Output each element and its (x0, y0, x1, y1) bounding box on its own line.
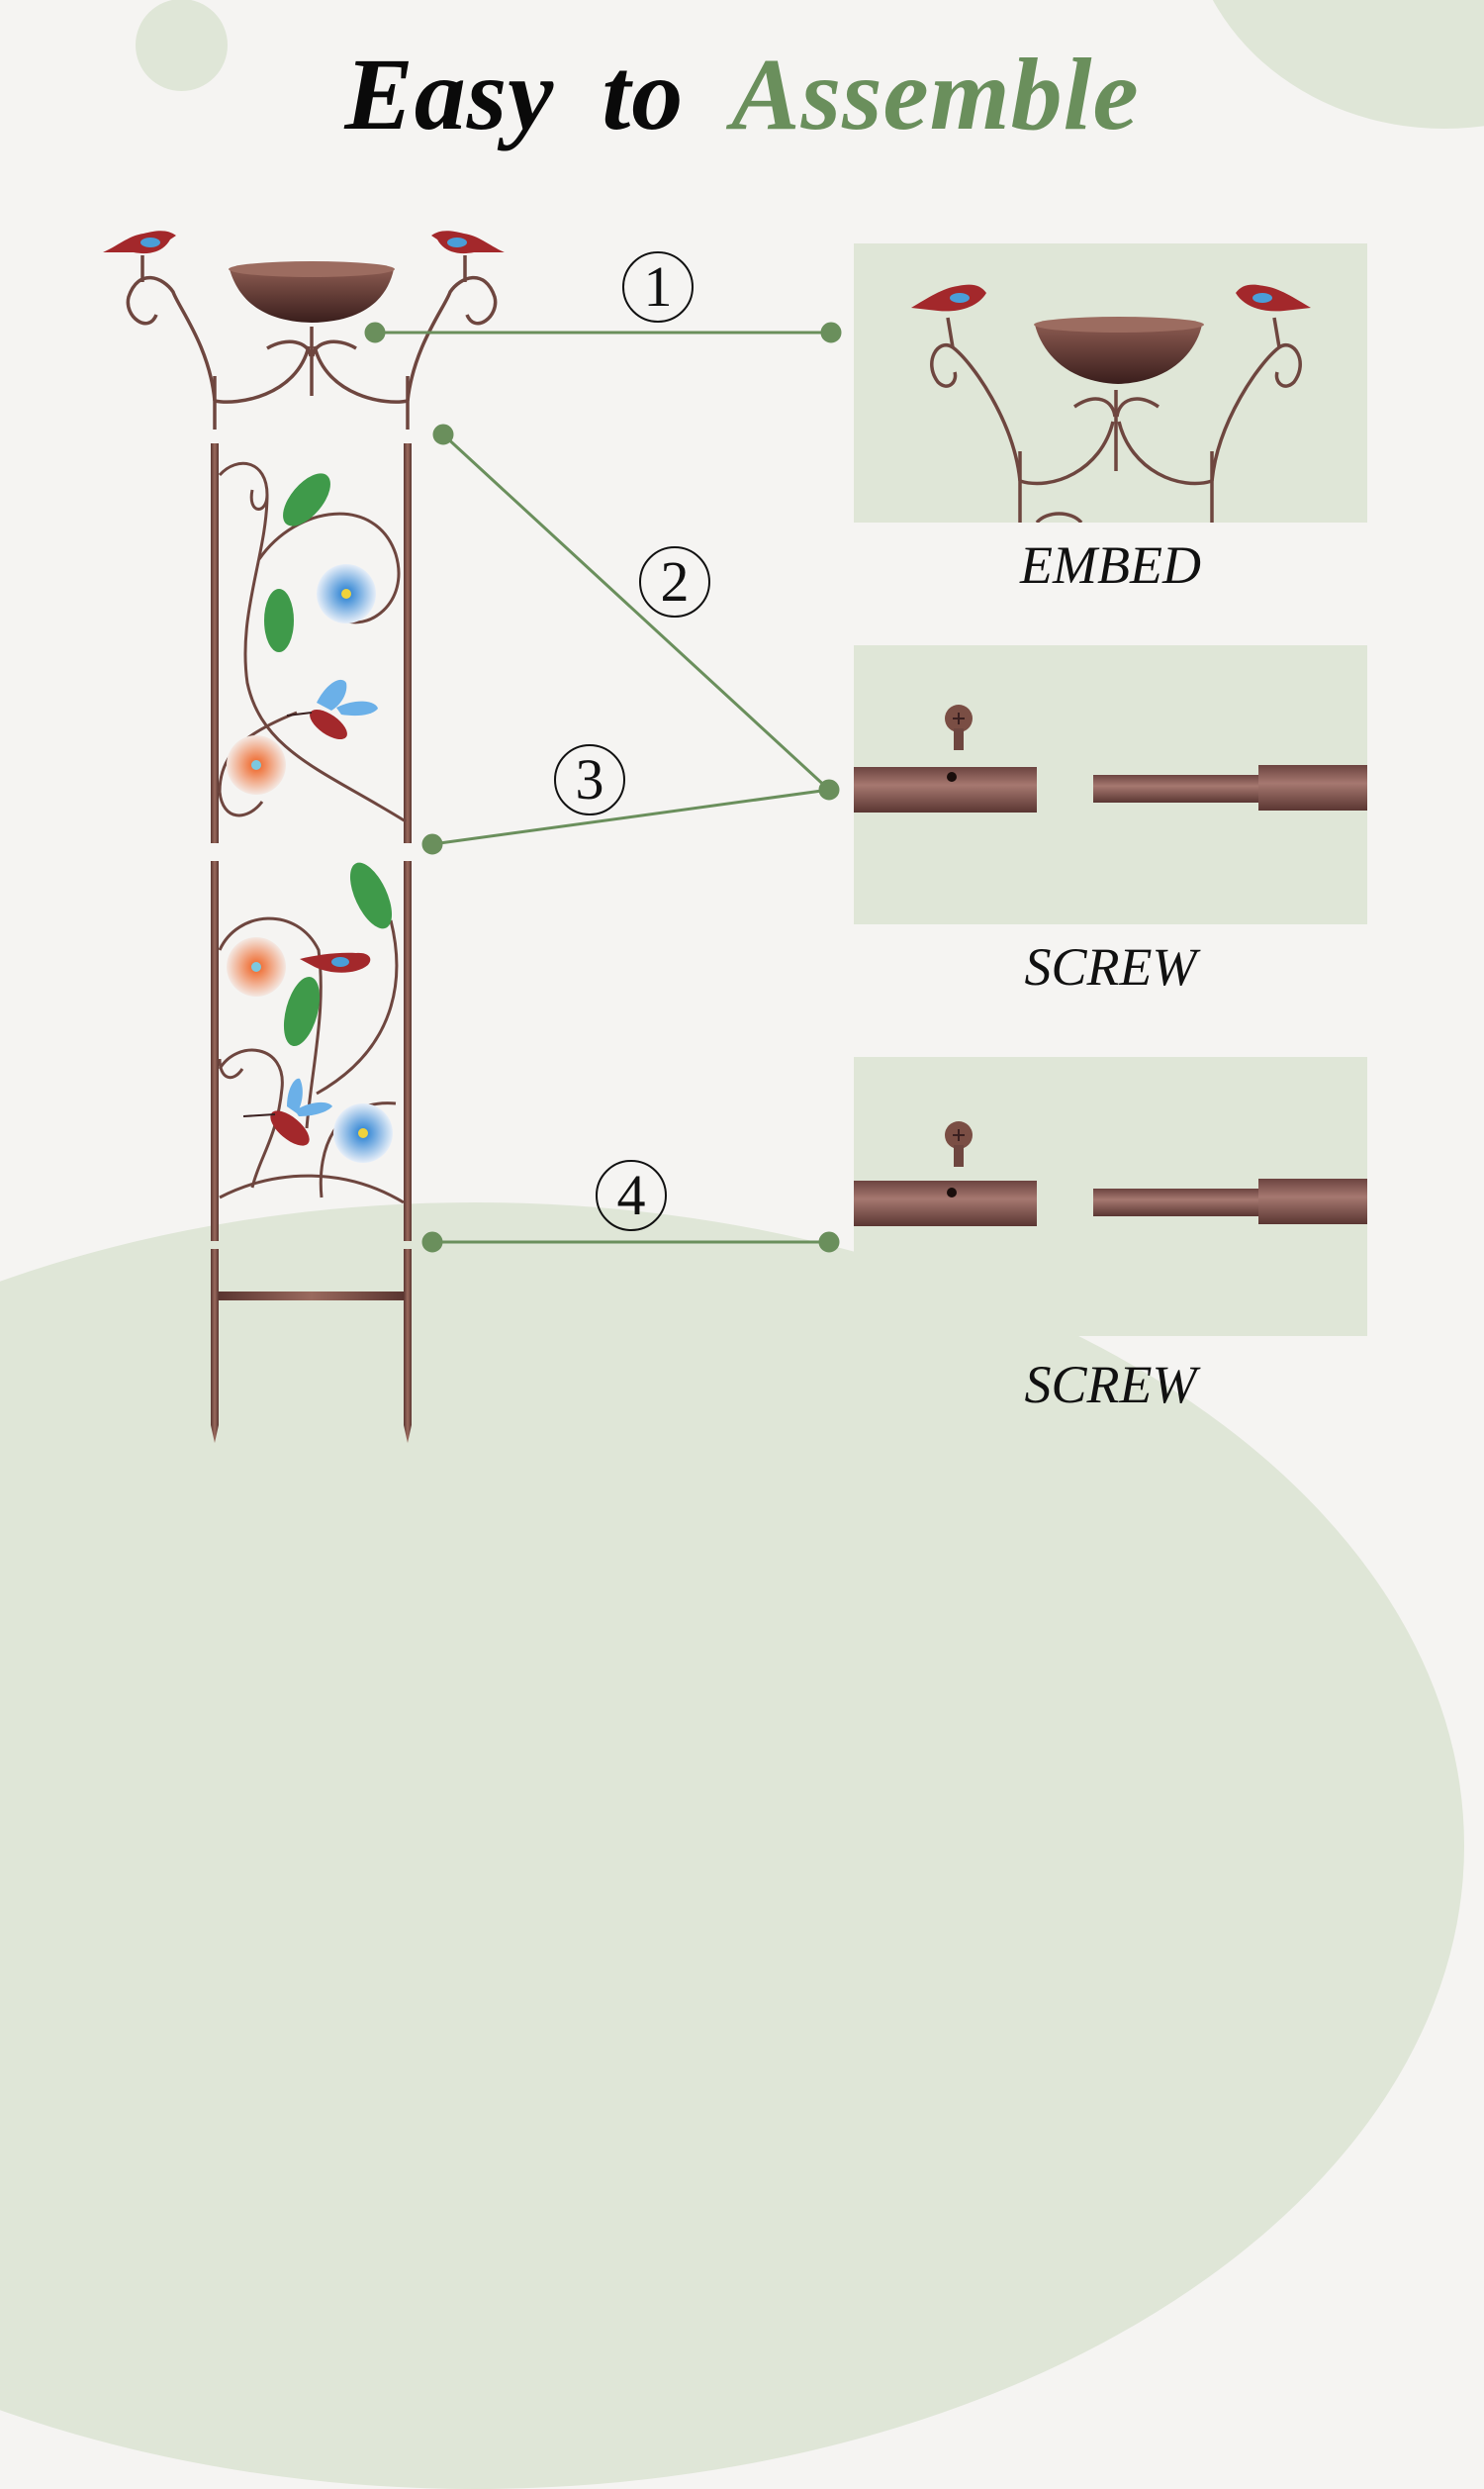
leaf (349, 862, 393, 929)
title-word-easy: Easy (344, 38, 555, 151)
screw-caption-2: SCREW (1024, 1355, 1197, 1414)
bird-bath-top-section (126, 255, 498, 430)
screw-detail-panel-2 (854, 1057, 1367, 1336)
step-number-2: 2 (639, 546, 710, 618)
orange-flower (227, 937, 286, 997)
connector-lines (364, 322, 842, 1253)
bird-bath-stake-illustration (103, 231, 842, 1443)
hummingbird (286, 679, 378, 740)
screw-detail-image (854, 1121, 1367, 1226)
screw-icon (945, 705, 973, 750)
blue-flower (333, 1103, 393, 1163)
leaf (264, 589, 294, 652)
orange-flower (227, 735, 286, 795)
step-number-3: 3 (554, 744, 625, 815)
embed-detail-panel (854, 243, 1367, 523)
screw-icon (945, 1121, 973, 1167)
bird-bath-bowl (230, 269, 394, 323)
embed-detail-image (911, 284, 1311, 523)
ground-stake-legs (211, 1249, 412, 1443)
title-word-assemble: Assemble (731, 38, 1140, 151)
step-number-4: 4 (596, 1160, 667, 1231)
blue-flower (317, 564, 376, 623)
hummingbird (242, 1078, 332, 1146)
bird-figurine-perched (300, 952, 371, 973)
decorative-circle-small (136, 0, 228, 91)
bird-figurine-right (431, 231, 505, 254)
screw-detail-panel-1 (854, 645, 1367, 924)
embed-caption: EMBED (1020, 535, 1201, 595)
lower-decorative-panel (211, 861, 412, 1241)
leaf (283, 976, 321, 1047)
leaf (283, 473, 330, 527)
screw-detail-image (854, 705, 1367, 813)
bird-figurine-left (103, 231, 176, 254)
title-word-to: to (602, 38, 685, 151)
bowl-rim (229, 261, 395, 277)
screw-caption-1: SCREW (1024, 937, 1197, 997)
upper-decorative-panel (211, 443, 412, 843)
step-number-1: 1 (622, 251, 694, 323)
